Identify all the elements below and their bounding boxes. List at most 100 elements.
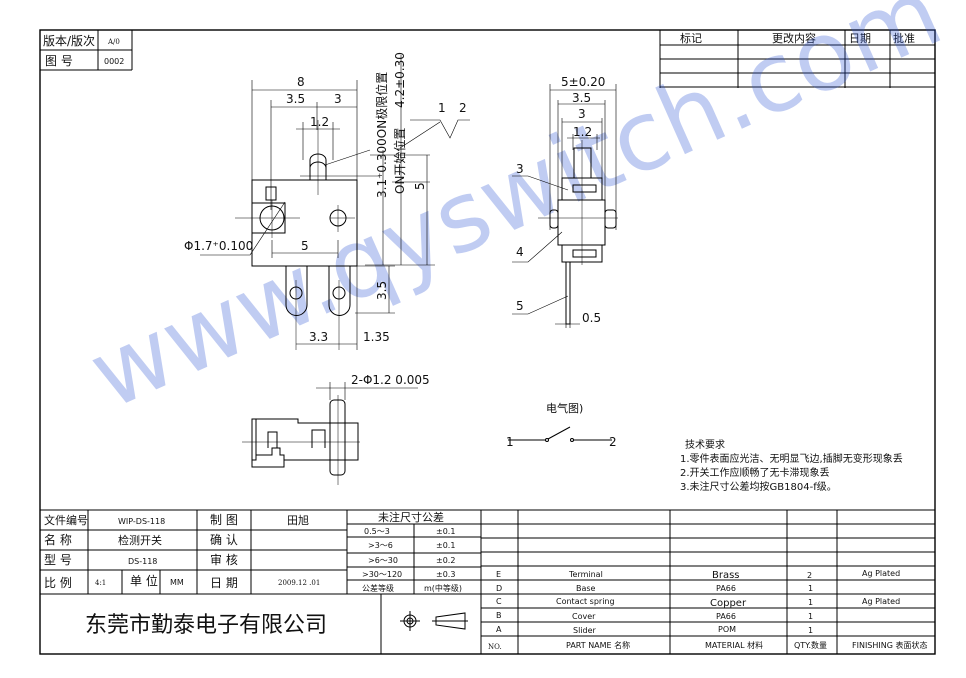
pin [329,399,346,476]
terminals [285,266,351,316]
tech-item-2: 2.开关工作应顺畅了无卡滞现象丢 [680,466,830,479]
tolerance-value-2: ±0.1 [436,541,455,550]
unit-label: 单 位 [130,573,158,588]
callout-4: 4 [516,245,524,259]
header-material: MATERIAL 材料 [705,640,763,650]
dim-4-2: 4.2±0.30 [393,52,407,108]
terminal-1-label: 1 [506,435,514,449]
revision-header-mark: 标记 [680,31,702,45]
parts-row-B: B Cover PA66 1 [496,611,813,621]
callout-5: 5 [516,299,524,313]
tolerance-range-4: >30～120 [362,570,402,579]
revision-header-approve: 批准 [893,31,915,45]
company-name: 东莞市勤泰电子有限公司 [85,613,327,638]
tolerance-range-3: >6～30 [368,556,398,565]
parts-row-D: D Base PA66 1 [496,584,813,593]
part-no: C [496,597,502,606]
part-material: PA66 [716,584,736,593]
tolerance-range-2: >3～6 [368,541,393,550]
parts-header: NO. PART NAME 名称 MATERIAL 材料 QTY.数量 FINI… [488,640,927,651]
dim-3-3: 3.3 [309,330,328,344]
revision-table: 标记 更改内容 日期 批准 [659,30,935,88]
part-name: Slider [573,626,597,635]
part-name: Terminal [568,570,603,579]
part-qty: 2 [807,571,812,580]
drawing-no-value: 0002 [104,57,124,66]
position-1: 1 [438,101,446,115]
part-no: E [496,570,501,579]
model: DS-118 [128,557,157,566]
revision-header-content: 更改内容 [772,31,816,45]
electrical-diagram: 电气图) 1 2 [506,401,617,449]
tech-title: 技术要求 [685,438,725,451]
dim-5-horizontal: 5 [301,239,309,253]
part-finish: Ag Plated [862,569,900,578]
tolerance-table: 未注尺寸公差 0.5～3 ±0.1 >3～6 ±0.1 >6～30 ±0.2 >… [362,510,462,593]
bottom-view: 2-Φ1.2 0.005 [242,373,430,485]
part-name: Cover [572,612,596,621]
drawn-by: 田旭 [287,513,309,527]
part-no: A [496,625,502,634]
part-no: D [496,584,502,593]
version-block: 版本/版次 A/0 图 号 0002 [40,30,133,71]
tolerance-title: 未注尺寸公差 [378,510,444,524]
dim-1-35: 1.35 [363,330,390,344]
review-label: 审 核 [210,552,238,567]
header-part-name: PART NAME 名称 [566,640,630,650]
part-qty: 1 [808,584,813,593]
drawing-frame [39,29,936,655]
dim-width-8: 8 [297,75,305,89]
version-label: 版本/版次 [43,34,95,48]
main-view: 8 3.5 3 1.2 3.1⁺0.300ON极限位置 4.2±0.30 ON开… [184,52,470,350]
parts-table: E Terminal Brass 2 Ag Plated D Base PA66… [481,510,935,654]
dim-5-tolerance: 5±0.20 [561,75,605,89]
tech-requirements: 技术要求 1.零件表面应光洁、无明显飞边,插脚无变形现象丢 2.开关工作应顺畅了… [680,438,903,493]
tolerance-grade: m(中等级) [424,583,462,593]
part-no: B [496,611,502,620]
title-block: 文件编号 WIP-DS-118 名 称 检测开关 型 号 DS-118 比 例 … [40,509,935,654]
callout-3: 3 [516,162,524,176]
tolerance-grade-label: 公差等级 [362,583,394,593]
dim-5-vertical: 5 [413,182,427,190]
date: 2009.12 .01 [278,579,320,587]
part-material: PA66 [716,612,736,621]
parts-row-A: A Slider POM 1 [496,625,813,635]
tolerance-range-1: 0.5～3 [364,527,390,536]
file-no: WIP-DS-118 [118,517,165,526]
tolerance-value-4: ±0.3 [436,570,455,579]
parts-row-C: C Contact spring Copper 1 Ag Plated [496,597,900,609]
version-value: A/0 [107,38,120,46]
dim-side-3-5: 3.5 [572,91,591,105]
dim-side-1-2: 1.2 [573,125,592,139]
name-label: 名 称 [44,532,72,547]
drawing-no-label: 图 号 [45,54,73,68]
unit: MM [170,578,184,587]
watermark: www.qyswitch.com [74,0,957,431]
dim-side-3: 3 [578,107,586,121]
file-no-label: 文件编号 [44,513,88,527]
dim-hole-diameter: Φ1.7⁺0.100 [184,239,253,253]
parts-row-E: E Terminal Brass 2 Ag Plated [496,569,900,581]
terminal-2-label: 2 [609,435,617,449]
part-qty: 1 [808,598,813,607]
electrical-title: 电气图) [546,401,583,415]
projection-symbol-icon [400,611,468,631]
side-view: 5±0.20 3.5 3 1.2 0.5 3 4 5 [512,75,618,328]
tech-item-3: 3.未注尺寸公差均按GB1804-f级。 [680,480,837,493]
part-material: Brass [712,570,740,581]
scale: 4:1 [95,579,106,587]
drawn-label: 制 图 [210,513,238,527]
part-qty: 1 [808,626,813,635]
dim-3-5: 3.5 [286,92,305,106]
part-material: POM [718,625,736,634]
part-qty: 1 [808,612,813,621]
dim-3-5-vertical: 3.5 [375,281,389,300]
confirm-label: 确 认 [210,533,238,547]
dim-pin-diameter: 2-Φ1.2 0.005 [351,373,430,387]
model-label: 型 号 [44,553,72,567]
dim-on-limit: 3.1⁺0.300ON极限位置 [374,72,389,198]
header-finishing: FINISHING 表面状态 [852,640,927,650]
part-name: Base [576,584,596,593]
dim-side-0-5: 0.5 [582,311,601,325]
